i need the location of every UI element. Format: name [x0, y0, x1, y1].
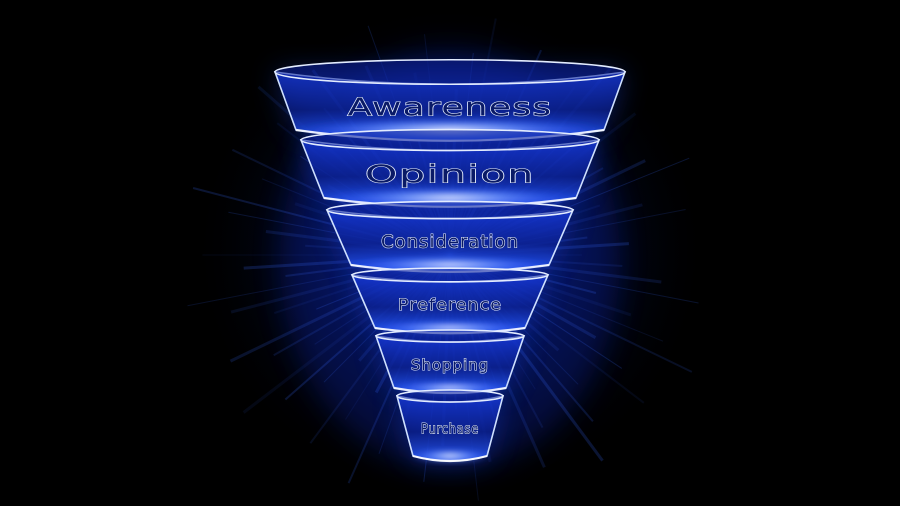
- stage-label: Opinion: [365, 159, 535, 188]
- stage-top-rim: [351, 267, 549, 283]
- stage-top-rim: [300, 128, 600, 152]
- stage-top-rim: [274, 58, 626, 86]
- funnel-stage-2: Opinion: [299, 128, 601, 209]
- stage-label: Preference: [398, 295, 502, 314]
- funnel-stage-6: Purchase: [395, 389, 505, 463]
- funnel-stage-4: Preference: [350, 267, 550, 336]
- stage-top-rim: [396, 389, 504, 403]
- funnel-stage-3: Consideration: [325, 200, 575, 274]
- stage-label: Purchase: [421, 422, 479, 438]
- stage-label: Shopping: [411, 356, 489, 374]
- funnel-stage-5: Shopping: [374, 329, 526, 395]
- stage-top-rim: [326, 200, 574, 220]
- funnel-stages: AwarenessOpinionConsiderationPreferenceS…: [273, 58, 627, 463]
- stage-top-rim: [375, 329, 525, 343]
- stage-bottom-edge: [412, 454, 488, 463]
- stage-label: Consideration: [381, 232, 519, 253]
- stage-label: Awareness: [348, 92, 553, 121]
